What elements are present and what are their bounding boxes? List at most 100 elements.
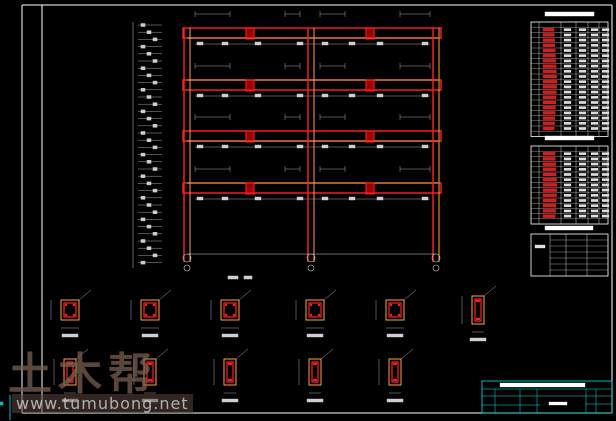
table-cell-value — [601, 54, 610, 58]
table-cell-value — [601, 204, 610, 208]
table-cell-value — [578, 194, 587, 197]
table-cell-value — [578, 64, 587, 68]
rebar-shape — [542, 90, 557, 94]
table-cell-value — [578, 49, 587, 52]
table-cell-value — [590, 173, 599, 176]
level-mark — [152, 80, 158, 85]
column-section-a2 — [130, 289, 172, 338]
leader-line — [238, 289, 252, 301]
section-label — [221, 398, 239, 403]
table-cell-value — [563, 90, 572, 94]
level-mark — [140, 239, 146, 243]
rebar-dot — [152, 303, 156, 307]
table-cell-value — [601, 214, 610, 218]
table-cell-value — [601, 199, 610, 202]
table-cell-value — [578, 69, 587, 73]
leader-line — [483, 285, 497, 297]
leader-line — [235, 348, 249, 360]
column-section-a4 — [295, 289, 337, 338]
rebar-table-1 — [530, 11, 610, 137]
table-cell-value — [590, 85, 599, 89]
table-cell-value — [578, 116, 587, 120]
level-mark — [146, 138, 152, 142]
column-section-b5 — [378, 348, 414, 403]
rebar-dot — [227, 362, 231, 366]
level-mark — [152, 232, 158, 236]
level-mark — [146, 30, 152, 34]
table-cell-value — [563, 157, 572, 161]
table-cell-value — [563, 194, 572, 197]
table-title — [544, 225, 594, 231]
rebar-shape — [542, 116, 556, 120]
rebar-label — [348, 41, 356, 46]
table-cell-value — [590, 28, 599, 32]
section-label — [386, 398, 404, 403]
level-mark — [146, 246, 152, 250]
table-cell-value — [590, 106, 599, 110]
rebar-dot — [394, 378, 398, 382]
level-mark — [152, 145, 158, 150]
table-cell-value — [590, 111, 599, 115]
rebar-label — [196, 144, 204, 149]
level-mark — [146, 52, 152, 56]
table-cell-value — [601, 121, 610, 125]
level-mark — [140, 174, 146, 178]
rebar-label — [296, 196, 304, 201]
table-cell-value — [578, 80, 587, 84]
material-table — [530, 225, 609, 277]
rebar-label — [421, 93, 429, 98]
table-cell-value — [578, 178, 587, 182]
section-stirrup — [391, 361, 399, 383]
rebar-label — [321, 144, 329, 149]
column-section-a1 — [50, 289, 92, 338]
table-cell-value — [578, 85, 587, 89]
level-mark — [146, 160, 152, 164]
table-cell-value — [590, 75, 599, 78]
table-cell-value — [590, 127, 599, 130]
table-cell-value — [590, 188, 599, 192]
frame-elevation — [182, 11, 442, 280]
rebar-dot — [477, 317, 481, 321]
level-mark — [146, 73, 152, 78]
level-mark — [140, 23, 146, 27]
leader-line — [158, 289, 172, 301]
rebar-label — [254, 93, 262, 98]
rebar-label — [376, 93, 384, 98]
section-label — [221, 333, 239, 338]
rebar-dot — [64, 313, 68, 317]
table-cell-value — [578, 106, 587, 110]
rebar-label — [376, 144, 384, 149]
level-mark — [152, 59, 158, 63]
rebar-dot — [392, 378, 396, 382]
section-outline — [308, 358, 322, 386]
table-cell-value — [601, 188, 610, 192]
section-outline — [220, 299, 240, 321]
section-stirrup — [311, 361, 319, 383]
table-cell-value — [590, 116, 599, 120]
section-outline — [305, 299, 325, 321]
level-mark — [140, 131, 146, 135]
table-cell-value — [590, 95, 599, 99]
section-stirrup — [474, 298, 482, 322]
table-cell-value — [601, 209, 610, 213]
rebar-label — [254, 196, 262, 201]
table-cell-value — [563, 162, 572, 166]
level-mark — [146, 116, 152, 121]
table-cell-value — [563, 85, 572, 89]
section-stirrup — [66, 361, 74, 383]
rebar-shape — [542, 152, 556, 156]
title-block — [481, 380, 613, 414]
rebar-shape — [542, 178, 557, 182]
table-cell-value — [601, 111, 610, 115]
table-cell-value — [563, 95, 572, 99]
table-cell-value — [601, 95, 610, 99]
table-cell-value — [578, 90, 587, 94]
title-block-border — [481, 380, 613, 414]
rebar-dot — [64, 303, 68, 307]
rebar-label — [348, 196, 356, 201]
table-cell-value — [578, 152, 587, 156]
table-cell-value — [578, 33, 587, 37]
drawing-title-text — [499, 382, 586, 388]
